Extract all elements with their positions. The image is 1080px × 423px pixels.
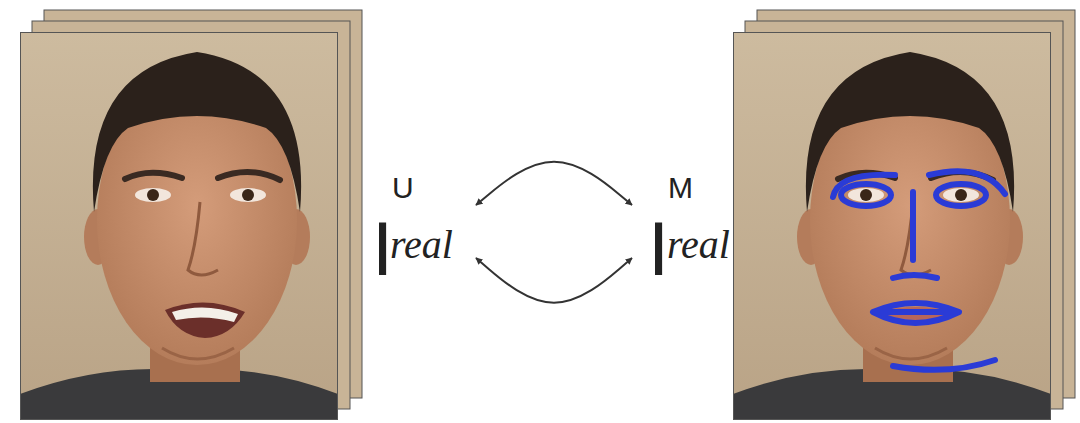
symbol-letter: I (648, 211, 669, 287)
image-stack: IUreal (0, 0, 472, 423)
subscript: real (667, 225, 730, 265)
superscript: U (392, 173, 414, 203)
image-stack: IMreal (636, 0, 1080, 423)
subscript: real (390, 225, 453, 265)
superscript: M (668, 173, 693, 203)
symbol-letter: I (372, 211, 393, 287)
double-arrow (476, 258, 632, 303)
double-arrow (476, 162, 632, 205)
